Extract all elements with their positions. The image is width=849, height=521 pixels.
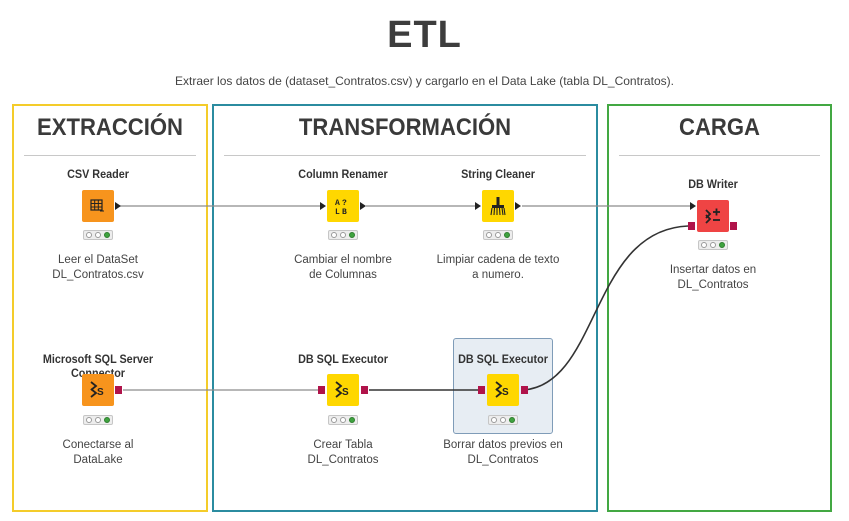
sql-execute-icon: S <box>335 381 349 398</box>
status-dot <box>719 242 725 248</box>
section-title-carga: CARGA <box>679 114 760 141</box>
wire-executor2-to-writer <box>522 225 689 391</box>
status-dot <box>340 417 346 423</box>
db-connection-output-port[interactable] <box>730 222 737 230</box>
node-status <box>488 415 518 425</box>
svg-text:L: L <box>335 208 340 217</box>
db-connection-output-port[interactable] <box>521 386 528 394</box>
csv-reader-node[interactable] <box>82 190 114 222</box>
db-connection-input-port[interactable] <box>318 386 325 394</box>
status-dot <box>340 232 346 238</box>
mssql-connector-node[interactable]: S <box>82 374 114 406</box>
status-dot <box>104 232 110 238</box>
node-status <box>328 415 358 425</box>
svg-text:?: ? <box>342 199 347 208</box>
svg-text:A: A <box>335 199 340 208</box>
node-label: Column Renamer <box>298 167 388 181</box>
db-connection-input-port[interactable] <box>478 386 485 394</box>
svg-text:B: B <box>342 208 347 217</box>
output-port[interactable] <box>360 202 366 210</box>
svg-text:S: S <box>342 387 349 398</box>
sql-execute-icon: S <box>495 381 509 398</box>
status-dot <box>86 232 92 238</box>
input-port[interactable] <box>320 202 326 210</box>
status-dot <box>701 242 707 248</box>
node-status <box>83 415 113 425</box>
db-sql-executor-node[interactable]: S <box>487 374 519 406</box>
section-carga: CARGA <box>607 104 832 512</box>
status-dot <box>500 417 506 423</box>
node-description: Limpiar cadena de texto a numero. <box>436 254 560 281</box>
status-dot <box>491 417 497 423</box>
status-dot <box>504 232 510 238</box>
node-label: String Cleaner <box>461 167 535 181</box>
table-grid-icon <box>90 199 104 212</box>
input-port[interactable] <box>690 202 696 210</box>
status-dot <box>495 232 501 238</box>
status-dot <box>349 417 355 423</box>
status-dot <box>710 242 716 248</box>
node-label: DB SQL Executor <box>298 352 388 366</box>
db-write-icon <box>705 208 720 224</box>
node-status <box>483 230 513 240</box>
section-divider <box>224 155 586 156</box>
sql-server-icon: S <box>90 381 104 398</box>
node-status <box>698 240 728 250</box>
node-description: Insertar datos en DL_Contratos <box>669 264 757 291</box>
page-subtitle: Extraer los datos de (dataset_Contratos.… <box>175 74 674 88</box>
node-label: DB Writer <box>688 177 738 191</box>
status-dot <box>95 417 101 423</box>
node-label: DB SQL Executor <box>458 352 548 366</box>
section-divider <box>619 155 820 156</box>
column-renamer-node[interactable]: A ? L B <box>327 190 359 222</box>
node-description: Crear Tabla DL_Contratos <box>307 439 379 466</box>
db-sql-executor-node[interactable]: S <box>327 374 359 406</box>
input-port[interactable] <box>475 202 481 210</box>
node-description: Cambiar el nombre de Columnas <box>294 254 392 281</box>
status-dot <box>509 417 515 423</box>
status-dot <box>331 232 337 238</box>
section-divider <box>24 155 196 156</box>
status-dot <box>349 232 355 238</box>
section-title-extraccion: EXTRACCIÓN <box>37 114 183 141</box>
node-description: Conectarse al DataLake <box>62 439 134 466</box>
page-title: ETL <box>387 14 462 56</box>
rename-columns-icon: A ? L B <box>335 199 347 217</box>
status-dot <box>331 417 337 423</box>
node-description: Leer el DataSet DL_Contratos.csv <box>52 254 144 281</box>
string-cleaner-node[interactable] <box>482 190 514 222</box>
db-writer-node[interactable] <box>697 200 729 232</box>
status-dot <box>86 417 92 423</box>
db-connection-output-port[interactable] <box>361 386 368 394</box>
status-dot <box>95 232 101 238</box>
db-connection-output-port[interactable] <box>115 386 122 394</box>
section-extraccion: EXTRACCIÓN <box>12 104 208 512</box>
node-status <box>328 230 358 240</box>
broom-icon <box>490 197 506 216</box>
svg-text:S: S <box>97 387 104 398</box>
section-title-transformacion: TRANSFORMACIÓN <box>298 114 512 141</box>
node-description: Borrar datos previos en DL_Contratos <box>443 439 563 466</box>
node-label: CSV Reader <box>67 167 129 181</box>
status-dot <box>486 232 492 238</box>
svg-text:S: S <box>502 387 509 398</box>
status-dot <box>104 417 110 423</box>
output-port[interactable] <box>115 202 121 210</box>
db-connection-input-port[interactable] <box>688 222 695 230</box>
output-port[interactable] <box>515 202 521 210</box>
node-status <box>83 230 113 240</box>
